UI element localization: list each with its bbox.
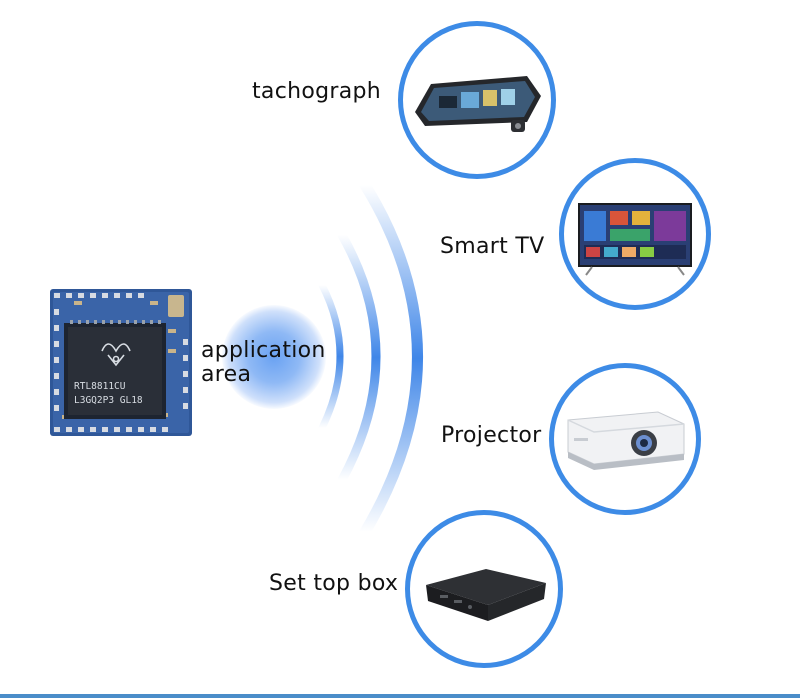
chip-marking-line2: L3GQ2P3 GL18 [74, 395, 143, 406]
signal-wave-3 [359, 180, 423, 538]
wifi-module-image: RTL8811CU L3GQ2P3 GL18 [50, 289, 192, 436]
device-label-projector: Projector [441, 423, 542, 448]
device-label-tachograph: tachograph [252, 79, 382, 104]
wireless-signal-waves [318, 180, 423, 538]
signal-wave-2 [337, 230, 381, 485]
center-label-line2: area [201, 362, 252, 387]
device-label-smart-tv: Smart TV [440, 234, 545, 259]
smart-tv-circle [559, 158, 711, 310]
signal-wave-1 [318, 281, 344, 432]
tachograph-image [415, 76, 541, 132]
set-top-box-image [426, 569, 546, 621]
projector-image [567, 411, 685, 470]
chip-marking-line1: RTL8811CU [74, 381, 126, 392]
device-label-set-top-box: Set top box [269, 571, 399, 596]
signal-source-glow [222, 305, 326, 409]
set-top-box-circle [405, 510, 563, 668]
smart-tv-image [578, 203, 692, 276]
projector-circle [549, 363, 701, 515]
center-label-line1: application [201, 338, 326, 363]
bottom-border [0, 694, 800, 698]
tachograph-circle [398, 21, 556, 179]
